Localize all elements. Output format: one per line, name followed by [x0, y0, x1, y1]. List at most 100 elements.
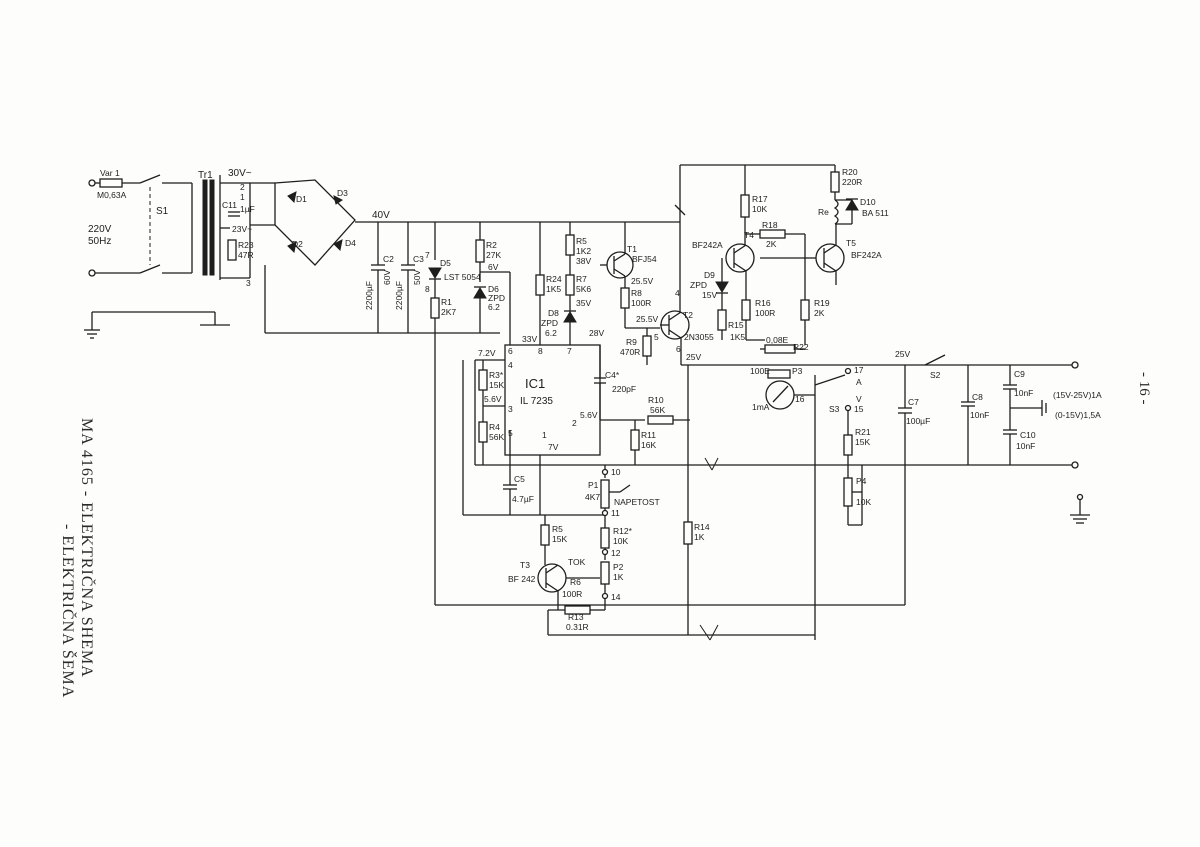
- t3-type: BF 242: [508, 574, 536, 584]
- c3-voltage: 50V: [412, 270, 422, 285]
- d8-type: ZPD: [541, 318, 558, 328]
- caption-line-2: - ELEKTRIČNA ŠEMA: [59, 524, 78, 698]
- r4-label: R4: [489, 422, 500, 432]
- r16-label: R16: [755, 298, 771, 308]
- output-terminal-plus: [1071, 361, 1079, 369]
- c10-label: C10: [1020, 430, 1036, 440]
- r23-value: 47R: [238, 250, 254, 260]
- r5-top-value: 1K2: [576, 246, 591, 256]
- ground-terminal: [1076, 493, 1084, 501]
- r7-label: R7: [576, 274, 587, 284]
- t3-label: T3: [520, 560, 530, 570]
- c2-voltage: 60V: [382, 270, 392, 285]
- side-caption: MA 4165 - ELEKTRIČNA SHEMA - ELEKTRIČNA …: [59, 372, 1152, 698]
- d9-type: ZPD: [690, 280, 707, 290]
- d1-label: D1: [296, 194, 307, 204]
- r17-value: 10K: [752, 204, 767, 214]
- p4-value: 10K: [856, 497, 871, 507]
- r5-bottom-value: 15K: [552, 534, 567, 544]
- r23-label: R23: [238, 240, 254, 250]
- ic1-v28: 28V: [589, 328, 604, 338]
- ic1-label: IC1: [525, 376, 545, 391]
- r8-value: 100R: [631, 298, 651, 308]
- fuse: [99, 178, 123, 188]
- d9-label: D9: [704, 270, 715, 280]
- t5: [815, 243, 845, 273]
- r10: [647, 415, 674, 425]
- r5-top: [565, 234, 575, 256]
- bridge-rectifier: D1 D2 D3 D4: [249, 179, 372, 278]
- t4: [725, 243, 755, 273]
- d6-voltage: 6.2: [488, 302, 500, 312]
- c2-value: 2200µF: [364, 281, 374, 310]
- node-17: 17: [854, 365, 864, 375]
- t2-label: T2: [683, 310, 693, 320]
- r14-value: 1K: [694, 532, 705, 542]
- r19-value: 2K: [814, 308, 825, 318]
- c3-value: 2200µF: [394, 281, 404, 310]
- r2-label: R2: [486, 240, 497, 250]
- input-terminal-top: [88, 179, 96, 187]
- c3-label: C3: [413, 254, 424, 264]
- ic1-pin4: 4: [508, 360, 513, 370]
- r23: [227, 239, 237, 261]
- r19-label: R19: [814, 298, 830, 308]
- r21: [843, 434, 853, 456]
- node-7a: 7: [425, 250, 430, 260]
- t3: [537, 563, 567, 593]
- r21-value: 15K: [855, 437, 870, 447]
- c7-value: 100µF: [906, 416, 930, 426]
- r13-value: 0.31R: [566, 622, 589, 632]
- r11: [630, 429, 640, 451]
- r12: [600, 527, 610, 549]
- r5-top-label: R5: [576, 236, 587, 246]
- reference-section: 7 8 D5 LST 5054 R1 2K7 R2 27K 6V D6 ZPD …: [425, 222, 511, 605]
- r9-value: 470R: [620, 347, 640, 357]
- driver-section: R5 1K2 38V R7 5K6 35V D8 ZPD 6.2 R24 1K5…: [535, 222, 681, 365]
- r20-value: 220R: [842, 177, 862, 187]
- d5-type: LST 5054: [444, 272, 481, 282]
- r3-value: 15K: [489, 380, 504, 390]
- d6-type: ZPD: [488, 293, 505, 303]
- c8-value: 10nF: [970, 410, 989, 420]
- r1: [430, 297, 440, 319]
- d3-label: D3: [337, 188, 348, 198]
- r6-label: R6: [570, 577, 581, 587]
- t5-type: BF242A: [851, 250, 882, 260]
- c10-value: 10nF: [1016, 441, 1035, 451]
- r15: [717, 309, 727, 331]
- r5-bottom-label: R5: [552, 524, 563, 534]
- p3: [767, 369, 791, 379]
- r5-bottom: [540, 524, 550, 546]
- p1-name: NAPETOST: [614, 497, 660, 507]
- d8-label: D8: [548, 308, 559, 318]
- node-14: [601, 592, 609, 600]
- node-11-label: 11: [611, 508, 620, 518]
- r15-value: 1K5: [730, 332, 745, 342]
- r16: [741, 299, 751, 321]
- transformer: Tr1 30V~ 2 1 3 C11 1µF 23V~ R23 47R: [191, 168, 255, 288]
- r20-label: R20: [842, 167, 858, 177]
- r1-value: 2K7: [441, 307, 456, 317]
- output-range-2: (0-15V)1,5A: [1055, 410, 1101, 420]
- meter-label: 1mA: [752, 402, 770, 412]
- node-11: [601, 509, 609, 517]
- p4-label: P4: [856, 476, 867, 486]
- r15-label: R15: [728, 320, 744, 330]
- d6-label: D6: [488, 284, 499, 294]
- r8-label: R8: [631, 288, 642, 298]
- input-terminal-bottom: [88, 269, 96, 277]
- ic1-v72: 7.2V: [478, 348, 496, 358]
- c4-label: C4*: [605, 370, 620, 380]
- c5-value: 4.7µF: [512, 494, 534, 504]
- r3: [478, 369, 488, 391]
- secondary-voltage: 30V~: [228, 168, 252, 179]
- r7-value: 5K6: [576, 284, 591, 294]
- r22: [764, 344, 796, 354]
- ic1-pin6: 6: [508, 346, 513, 356]
- r24-value: 1K5: [546, 284, 561, 294]
- r10-label: R10: [648, 395, 664, 405]
- r18: [759, 229, 786, 239]
- ref-6v: 6V: [488, 262, 499, 272]
